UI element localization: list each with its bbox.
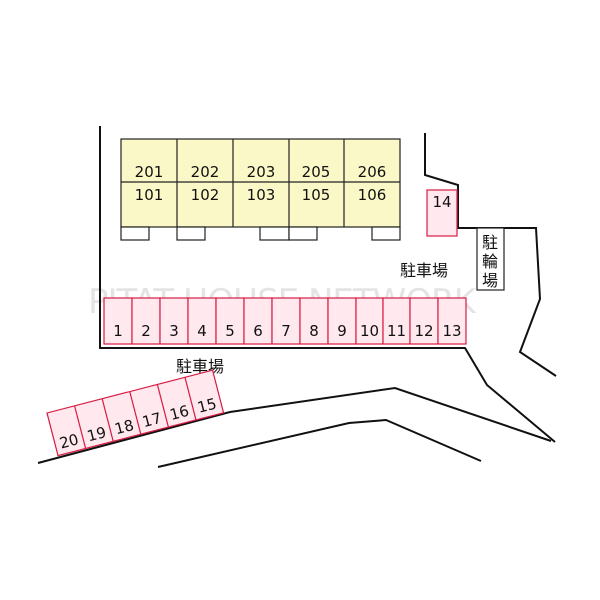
parking-space-4: 4 [187,297,217,345]
diagonal-space-divider [74,405,87,449]
diagonal-space-divider [129,391,142,435]
unit-105-label: 105 [302,186,331,204]
diagonal-space-divider [101,398,114,442]
parking-space-20: 20 [58,430,81,452]
parking-space-label: 3 [169,322,179,340]
unit-103-label: 103 [247,186,276,204]
unit-102-label: 102 [191,186,220,204]
unit-202-label: 202 [191,163,220,181]
parking-space-15: 15 [196,395,219,417]
unit-106-label: 106 [358,186,387,204]
parking-space-3: 3 [159,297,189,345]
building-footprint [120,138,401,228]
road-edge-upper [37,386,552,464]
balconies [120,226,401,241]
parking-space-label: 6 [253,322,263,340]
unit-205-label: 205 [302,163,331,181]
diagonal-space-divider [156,384,169,428]
parking-space-5: 5 [215,297,245,345]
parking-space-16: 16 [168,402,191,424]
parking-space-label: 5 [225,322,235,340]
parking-space-label: 10 [360,322,379,340]
parking-space-7: 7 [271,297,301,345]
unit-101-label: 101 [135,186,164,204]
diagonal-space-divider [184,377,197,421]
parking-space-17: 17 [140,409,163,431]
lot-boundary-left [99,126,556,443]
road-edge-lower [157,418,482,468]
unit-201-label: 201 [135,163,164,181]
parking-space-label: 8 [309,322,319,340]
parking-space-label: 14 [432,193,451,211]
unit-206-label: 206 [358,163,387,181]
bicycle-parking-char-1: 駐 [482,233,498,252]
parking-space-19: 19 [85,423,108,445]
parking-space-label: 1 [113,322,123,340]
parking-space-18: 18 [113,416,136,438]
unit-dividers [176,139,345,227]
apartment-building: 201 101 202 102 203 103 205 105 206 106 [120,138,401,241]
bicycle-parking-char-3: 場 [482,271,498,290]
parking-space-2: 2 [131,297,161,345]
bicycle-parking: 駐 輪 場 [476,227,505,291]
parking-space-label: 9 [337,322,347,340]
parking-space-10: 10 [355,297,384,345]
parking-space-14: 14 [426,189,458,237]
parking-space-label: 2 [141,322,151,340]
parking-label-right: 駐車場 [400,261,448,280]
parking-space-9: 9 [327,297,357,345]
parking-space-8: 8 [299,297,329,345]
parking-space-label: 13 [442,322,461,340]
parking-space-6: 6 [243,297,273,345]
bicycle-parking-char-2: 輪 [482,252,498,271]
parking-space-12: 12 [409,297,439,345]
unit-labels: 201 101 202 102 203 103 205 105 206 106 [135,163,387,204]
parking-space-label: 4 [197,322,207,340]
parking-space-1: 1 [103,297,133,345]
parking-space-13: 13 [437,297,467,345]
unit-203-label: 203 [247,163,276,181]
parking-space-11: 11 [382,297,411,345]
parking-space-label: 7 [281,322,291,340]
parking-space-label: 11 [387,322,406,340]
parking-space-label: 12 [414,322,433,340]
